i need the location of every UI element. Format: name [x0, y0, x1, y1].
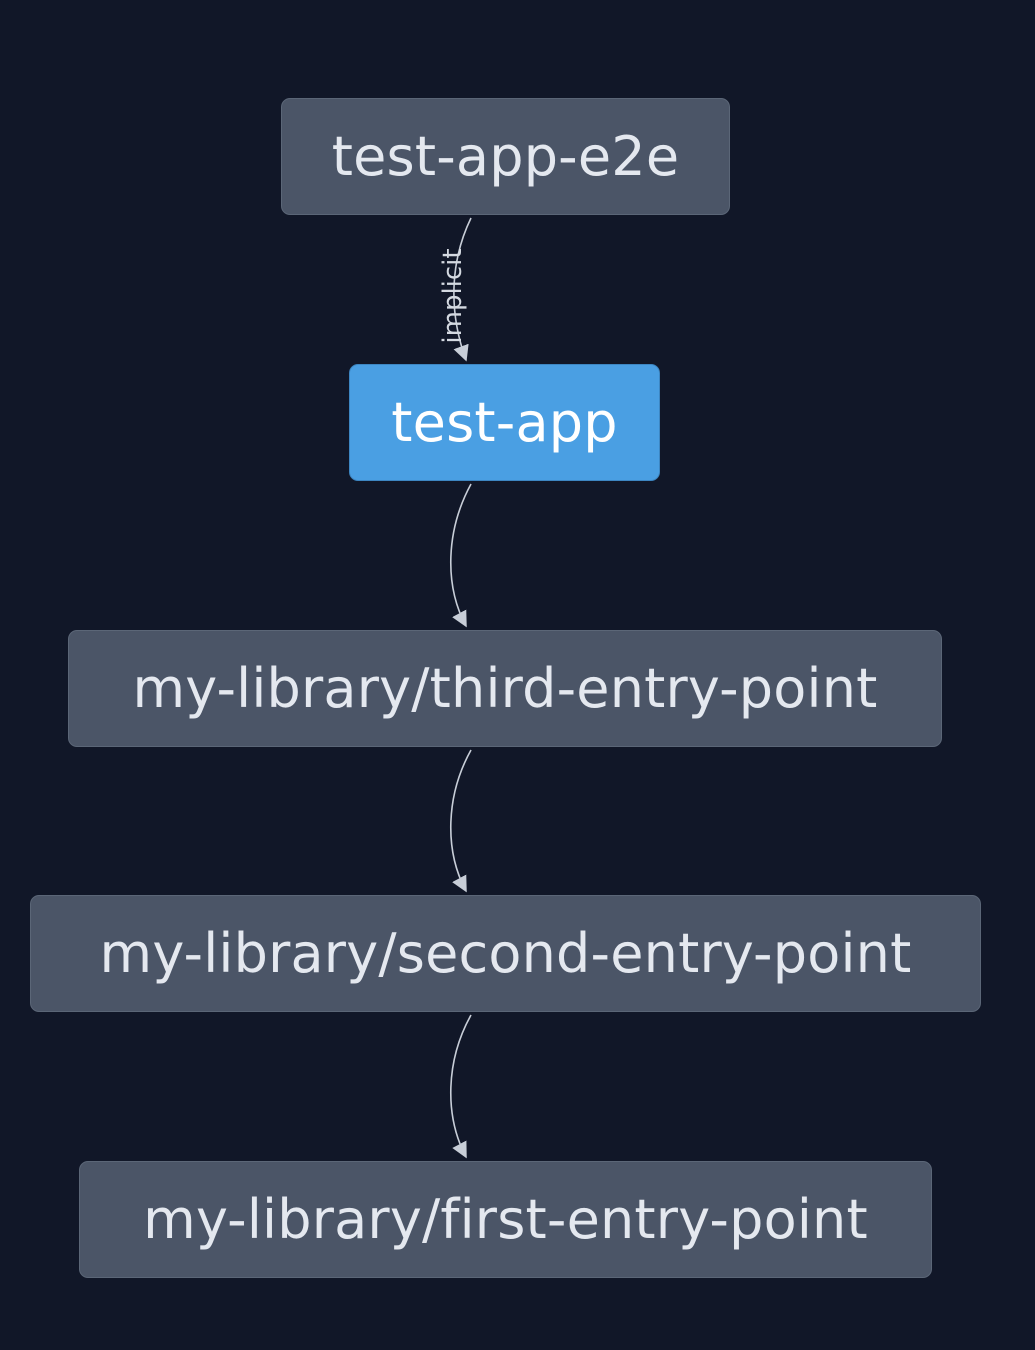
node-test-app-e2e[interactable]: test-app-e2e — [281, 98, 730, 215]
edge-second-to-first-entry-point — [449, 1014, 472, 1159]
node-third-entry-point[interactable]: my-library/third-entry-point — [68, 630, 942, 747]
edge-third-to-second-entry-point — [449, 749, 472, 893]
node-test-app[interactable]: test-app — [349, 364, 660, 481]
node-second-entry-point[interactable]: my-library/second-entry-point — [30, 895, 981, 1012]
edge-test-app-to-third-entry-point — [449, 483, 472, 628]
node-first-entry-point[interactable]: my-library/first-entry-point — [79, 1161, 932, 1278]
edge-test-app-e2e-to-test-app — [453, 217, 472, 362]
edge-label-implicit: implicit — [438, 248, 468, 343]
